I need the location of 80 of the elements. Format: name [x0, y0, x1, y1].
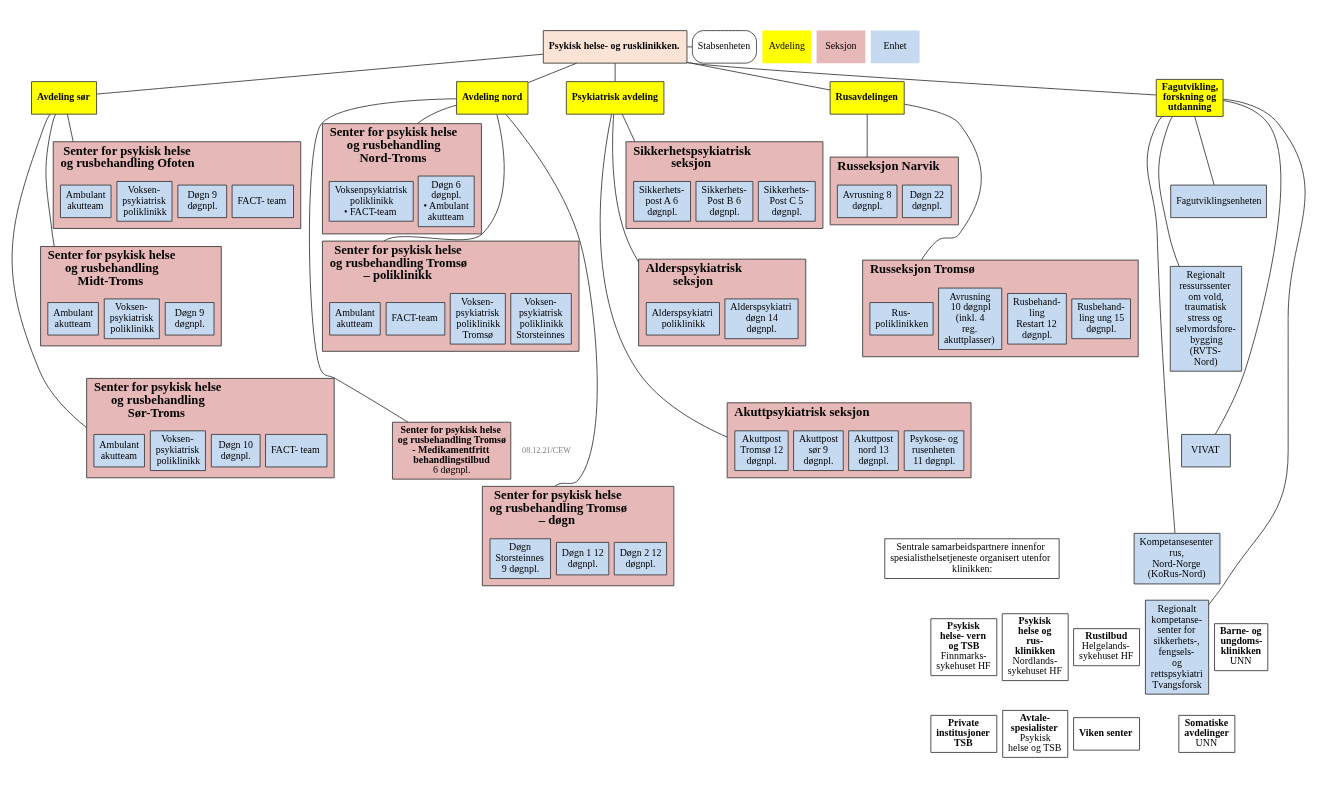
node-box: Rusbehand- ling ung 15 døgnpl.: [1071, 297, 1131, 339]
connector: [612, 113, 640, 262]
node-box: Regionalt kompetanse- senter for sikkerhets-, fengsels- og rettspsykiatri Tvangsforsk: [1144, 599, 1210, 695]
node-box: Fagutviklingsenheten: [1170, 184, 1267, 218]
node-box: Ambulant akutteam: [47, 301, 99, 335]
node-box: Voksen- psykiatrisk poliklinikk Storsteinnes: [510, 292, 572, 345]
connector: [45, 113, 56, 247]
node-box: Døgn Storsteinnes 9 døgnpl.: [489, 537, 551, 579]
node-box: Avrusning 10 døgnpl (inkl. 4 reg. akuttplasser): [938, 287, 1003, 350]
connector: [66, 113, 74, 142]
node-box: FACT- team: [231, 184, 294, 218]
node-box: Psykisk helse og rus- klinikken Nordlands- sykehuset HF: [1001, 612, 1069, 681]
node-box: Sentrale samarbeidspartnere innenfor spesialisthelsetjeneste organisert utenfor klinikken:: [884, 537, 1060, 579]
node-box: Somatiske avdelinger UNN: [1178, 714, 1236, 753]
connector: [96, 53, 544, 95]
connector: [621, 113, 636, 142]
node-box: Rusavdelingen: [829, 80, 905, 115]
node-box: Rustilbud Helgelands- sykehuset HF: [1073, 627, 1140, 666]
node-box: Psykisk helse- og rusklinikken.: [542, 29, 688, 64]
node-box: FACT- team: [265, 433, 328, 467]
node-box: Ambulant akutteam: [329, 301, 381, 335]
node-box: Voksen- psykiatrisk poliklinikk: [149, 429, 206, 471]
node-box: Døgn 9 døgnpl.: [177, 184, 228, 218]
connector: [1146, 115, 1176, 533]
connector: [686, 45, 693, 47]
node-box: Voksen- psykiatrisk poliklinikk Tromsø: [449, 292, 506, 345]
node-box: Sikkerhets- Post C 5 døgnpl.: [757, 180, 816, 222]
connector: [416, 104, 457, 124]
legend-label: Seksjon: [825, 39, 857, 51]
node-box: Fagutvikling, forskning og utdanning: [1155, 78, 1224, 117]
connector: [1214, 99, 1282, 435]
legend-label: Avdeling: [768, 39, 805, 51]
node-box: Ambulant akutteam: [93, 433, 145, 467]
node-box: VIVAT: [1181, 433, 1231, 467]
node-box: Ambulant akutteam: [60, 184, 112, 218]
connector: [505, 113, 598, 487]
node-box: Sikkerhets- post A 6 døgnpl.: [633, 180, 691, 222]
node-box: Alderspsykiatri poliklinikk: [645, 301, 720, 335]
legend-label: Enhet: [883, 39, 907, 51]
node-box: Døgn 6 døgnpl. • Ambulant akutteam: [417, 175, 475, 227]
node-box: Døgn 1 12 døgnpl.: [555, 541, 610, 575]
node-box: Avdeling nord: [456, 80, 529, 115]
connector: [11, 113, 88, 428]
node-box: Døgn 2 12 døgnpl.: [613, 541, 668, 575]
node-box: Avrusning 8 døgnpl.: [836, 184, 898, 218]
connector: [686, 61, 1157, 95]
node-box: Kompetansesenter rus, Nord-Norge (KoRus-Nord): [1133, 532, 1221, 584]
node-box: Barne- og ungdoms- klinikken UNN: [1214, 622, 1269, 671]
node-box: Private institusjoner TSB: [930, 714, 998, 753]
node-box: Døgn 22 døgnpl.: [901, 184, 952, 218]
node-box: FACT-team: [385, 301, 446, 335]
connector: [1208, 98, 1306, 605]
node-box: Voksen- psykiatrisk poliklinikk: [116, 180, 173, 222]
node-box: Sikkerhets- Post B 6 døgnpl.: [695, 180, 754, 222]
node-box: Avtale- spesialister Psykisk helse og TSB: [1002, 709, 1069, 758]
node-box: Alderspsykiatri døgn 14 døgnpl.: [724, 297, 799, 339]
node-box: Voksenpsykiatrisk poliklinikk • FACT-team: [328, 180, 414, 222]
connector: [1158, 115, 1180, 267]
node-box: Psykisk helse- vern og TSB Finnmarks- sykehuset HF: [930, 617, 998, 676]
node-box: Akuttpost Tromsø 12 døgnpl.: [734, 429, 789, 471]
node-box: Psykiatrisk avdeling: [565, 80, 665, 115]
node-box: Voksen- psykiatrisk poliklinikk: [103, 297, 160, 339]
node-box: Akuttpost sør 9 døgnpl.: [793, 429, 844, 471]
node-box: Døgn 10 døgnpl.: [210, 433, 261, 467]
node-box: Regionalt ressurssenter om vold, traumatisk stress og selvmordsfore- bygging (RVTS- Nord): [1169, 265, 1243, 372]
node-box: Stabsenheten: [691, 29, 757, 64]
node-box: Rusbehand- ling Restart 12 døgnpl.: [1007, 292, 1067, 345]
label: 08.12.21/CEW: [522, 445, 571, 455]
node-box: Rus- poliklinikken: [869, 301, 934, 335]
connector: [599, 113, 728, 437]
connector: [866, 113, 868, 158]
connector: [1194, 115, 1215, 185]
node-box: Senter for psykisk helse og rusbehandling Tromsø - Medikamentfritt behandlingstilbud 6 døgnpl.: [392, 421, 512, 480]
node-box: Døgn 9 døgnpl.: [164, 301, 215, 335]
connector: [614, 62, 616, 82]
node-box: Psykose- og rusenheten 11 døgnpl.: [903, 429, 965, 471]
node-box: Akuttpost nord 13 døgnpl.: [848, 429, 899, 471]
node-box: Avdeling sør: [31, 80, 98, 115]
node-box: Viken senter: [1073, 716, 1140, 751]
connector: [309, 97, 457, 423]
